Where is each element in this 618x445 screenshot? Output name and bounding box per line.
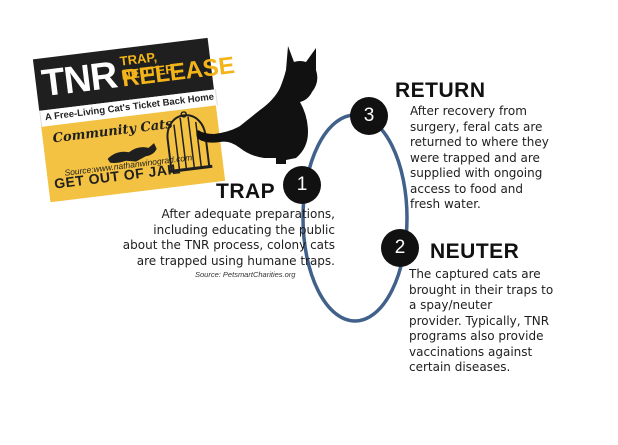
step-3-text: After recovery from surgery, feral cats … — [410, 104, 549, 213]
step-2-number: 2 — [381, 229, 419, 267]
step-1-line: After adequate preparations, — [161, 207, 335, 221]
step-1-text: After adequate preparations, including e… — [0, 207, 335, 269]
step-1-number: 1 — [283, 166, 321, 204]
step-2-line: provider. Typically, TNR — [409, 313, 550, 328]
step-3-line: supplied with ongoing — [410, 166, 543, 180]
step-1-title: TRAP — [216, 180, 276, 203]
step-2-line: The captured cats are — [409, 267, 541, 281]
step-1-line: about the TNR process, colony cats — [122, 238, 335, 252]
step-3-title: RETURN — [395, 79, 486, 102]
step-3-line: After recovery from — [410, 104, 527, 118]
step-2-line: programs also provide — [409, 329, 544, 343]
step-2-title: NEUTER — [430, 240, 520, 263]
step-3-line: surgery, feral cats are — [410, 119, 543, 134]
birdcage-icon — [166, 111, 213, 174]
step-3-line: fresh water. — [410, 197, 481, 211]
step-3-number: 3 — [350, 97, 388, 135]
step-2-text: The captured cats are brought in their t… — [409, 267, 553, 376]
step-2-line: brought in their traps to — [409, 282, 554, 297]
step-2-line: vaccinations against — [409, 344, 533, 359]
step-3-line: were trapped and are — [410, 150, 540, 165]
step-2-line: certain diseases. — [409, 360, 511, 374]
cat-silhouette-icon — [196, 46, 318, 164]
step-2-line: a spay/neuter — [409, 298, 493, 312]
source-note: Source: PetsmartCharities.org — [195, 270, 296, 279]
step-3-line: returned to where they — [410, 135, 549, 149]
step-3-line: access to food and — [410, 181, 524, 196]
step-1-line: including educating the public — [153, 222, 335, 237]
tnr-badge: TNR TRAP, NEUTER, RELEASE A Free-Living … — [32, 37, 236, 218]
step-1-line: are trapped using humane traps. — [136, 253, 335, 268]
badge-panel: Community Cats GET OUT OF JAIL — [41, 105, 226, 203]
running-cat-icon — [107, 143, 157, 164]
